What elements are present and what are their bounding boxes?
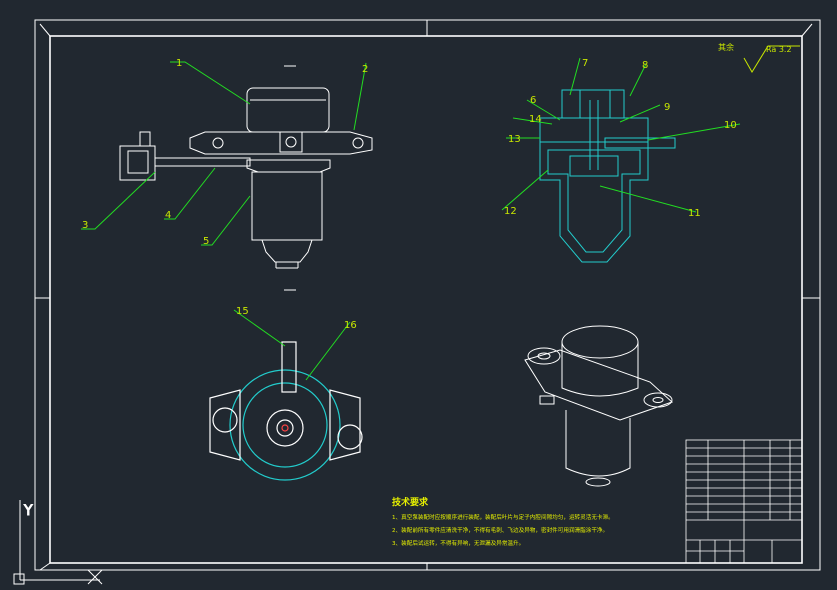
technical-requirement-2: 2、装配前所有零件应清洗干净，不得有毛刺、飞边及异物，密封件可用润滑脂涂干净。 <box>392 528 609 534</box>
title-block <box>685 439 803 564</box>
balloon-5: 5 <box>203 236 209 247</box>
technical-requirement-1: 1、真空泵装配时应按顺序进行装配，装配后叶片与定子内腔间隙均匀，运转灵活无卡滞。 <box>392 515 614 521</box>
balloon-labels: 1 2 3 4 5 6 7 8 9 10 11 12 13 14 15 16 <box>82 58 737 331</box>
balloon-10: 10 <box>724 120 737 131</box>
technical-requirements-title: 技术要求 <box>392 498 429 508</box>
balloon-3: 3 <box>82 220 88 231</box>
roughness-symbol <box>743 45 800 73</box>
technical-requirement-3: 3、装配后试运转，不得有异响，无泄漏及异常温升。 <box>392 541 525 547</box>
balloon-8: 8 <box>642 60 648 71</box>
balloon-6: 6 <box>530 95 536 106</box>
balloon-2: 2 <box>362 64 368 75</box>
balloon-7: 7 <box>582 58 588 69</box>
section-view <box>539 89 676 263</box>
balloon-9: 9 <box>664 102 670 113</box>
front-view <box>119 65 373 291</box>
balloon-15: 15 <box>236 306 249 317</box>
sheet-frame <box>34 19 821 571</box>
balloon-14: 14 <box>529 114 542 125</box>
leader-lines <box>81 57 741 381</box>
balloon-12: 12 <box>504 206 517 217</box>
balloon-11: 11 <box>688 208 701 219</box>
ucs-icon: Y <box>13 500 103 585</box>
balloon-16: 16 <box>344 320 357 331</box>
cross-section-view <box>209 341 363 481</box>
isometric-view <box>524 325 673 487</box>
svg-text:Y: Y <box>23 503 33 519</box>
balloon-4: 4 <box>165 210 171 221</box>
balloon-1: 1 <box>176 58 182 69</box>
roughness-value: Ra 3.2 <box>766 45 792 54</box>
balloon-13: 13 <box>508 134 521 145</box>
technical-requirements: 技术要求 1、真空泵装配时应按顺序进行装配，装配后叶片与定子内腔间隙均匀，运转灵… <box>392 495 622 551</box>
roughness-rest-label: 其余 <box>718 43 734 52</box>
